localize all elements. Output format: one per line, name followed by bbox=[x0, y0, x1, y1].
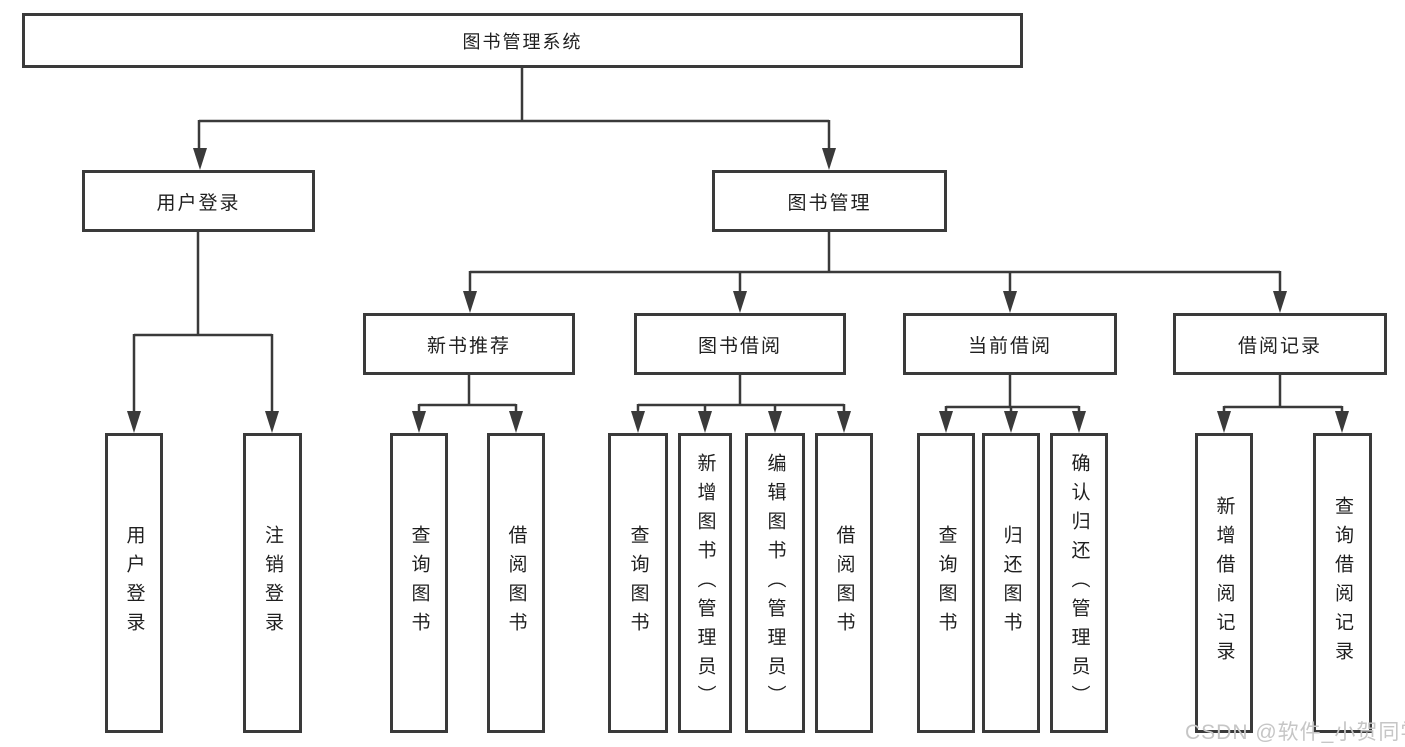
leaf-add-borrow-record: 新增借阅记录 bbox=[1195, 433, 1253, 733]
arrowheads bbox=[127, 148, 1349, 433]
leaf-return-books: 归还图书 bbox=[982, 433, 1040, 733]
node-library-system: 图书管理系统 bbox=[22, 13, 1023, 68]
leaf-borrow-books-2: 借阅图书 bbox=[815, 433, 873, 733]
leaf-add-books-admin: 新增图书（管理员） bbox=[678, 433, 732, 733]
node-borrowing-records: 借阅记录 bbox=[1173, 313, 1387, 375]
node-book-management-branch: 图书管理 bbox=[712, 170, 947, 232]
leaf-query-books-3: 查询图书 bbox=[917, 433, 975, 733]
leaf-borrow-books-1: 借阅图书 bbox=[487, 433, 545, 733]
node-user-login-branch: 用户登录 bbox=[82, 170, 315, 232]
leaf-logout: 注销登录 bbox=[243, 433, 302, 733]
csdn-watermark: CSDN @软件_小贺同学 bbox=[1185, 721, 1405, 744]
node-current-borrowing: 当前借阅 bbox=[903, 313, 1117, 375]
node-book-borrowing: 图书借阅 bbox=[634, 313, 846, 375]
leaf-query-books-2: 查询图书 bbox=[608, 433, 668, 733]
leaf-user-login: 用户登录 bbox=[105, 433, 163, 733]
leaf-edit-books-admin: 编辑图书（管理员） bbox=[745, 433, 805, 733]
leaf-confirm-return-admin: 确认归还（管理员） bbox=[1050, 433, 1108, 733]
leaf-query-books-1: 查询图书 bbox=[390, 433, 448, 733]
node-new-book-recommend: 新书推荐 bbox=[363, 313, 575, 375]
leaf-query-borrow-record: 查询借阅记录 bbox=[1313, 433, 1372, 733]
